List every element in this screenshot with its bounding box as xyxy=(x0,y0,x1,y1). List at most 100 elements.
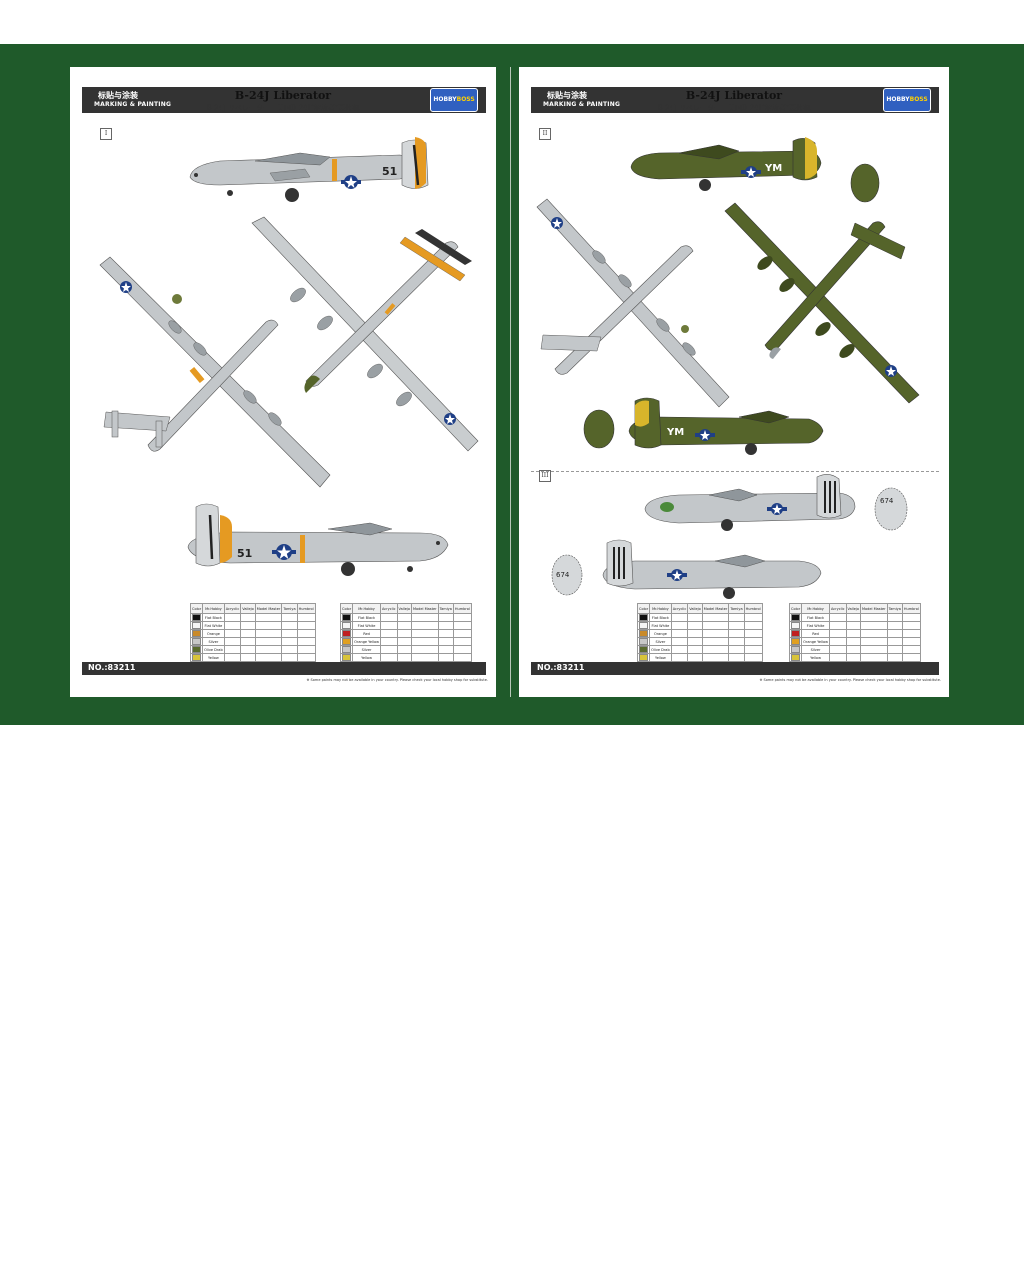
paint-code-cell xyxy=(437,621,454,630)
paint-code-cell xyxy=(281,613,298,622)
paint-code-cell xyxy=(240,653,256,662)
paint-color-cell xyxy=(788,653,803,662)
paint-row: Silver xyxy=(788,645,921,654)
paint-name-cell: Orange Yellow xyxy=(352,637,381,646)
paint-row: Yellow xyxy=(339,653,472,662)
paint-code-cell xyxy=(254,645,283,654)
paint-code-cell xyxy=(687,637,703,646)
paint-name-cell: Silver xyxy=(202,637,225,646)
paint-code-cell xyxy=(845,629,862,638)
product-number: NO.:83211 xyxy=(88,663,136,672)
paint-name-cell: Yellow xyxy=(202,653,225,662)
r-col-header-vallejo: Vallejo xyxy=(687,603,703,614)
paint-code-cell xyxy=(452,645,472,654)
paint-name-cell: Orange xyxy=(202,629,225,638)
paint-row: Silver xyxy=(189,637,316,646)
paint-row: Flat White xyxy=(339,621,472,630)
paint-row: Flat Black xyxy=(636,613,763,622)
paint-code-cell xyxy=(828,621,847,630)
r-col-header-modelmaster: Model Master xyxy=(701,603,730,614)
paint-color-cell xyxy=(339,637,354,646)
paint-swatch xyxy=(342,630,352,637)
paint-name-cell: Silver xyxy=(649,637,672,646)
od-side-view-top: YM xyxy=(630,137,880,203)
paint-swatch xyxy=(639,614,649,621)
paint-swatch xyxy=(192,654,202,661)
paint-row: Orange Yellow xyxy=(339,637,472,646)
header-english-label: MARKING & PAINTING xyxy=(94,101,172,108)
section-marker-2: II xyxy=(539,128,551,140)
paint-row: Yellow xyxy=(636,653,763,662)
silver-side-view-1: 674 xyxy=(644,474,908,531)
paint-code-cell xyxy=(396,645,413,654)
paint-code-cell xyxy=(452,621,472,630)
paint-code-cell xyxy=(296,645,316,654)
paint-code-cell xyxy=(728,621,745,630)
sheet-footer: NO.:83211 Mr: AQUEOUS HOBBY COLOR ■: Mr.… xyxy=(82,662,486,1263)
paint-code-cell xyxy=(254,621,283,630)
col-header-humbrol: Humbrol xyxy=(296,603,316,614)
r-col-header-tamiya-2: Tamiya xyxy=(886,603,903,614)
paint-swatch xyxy=(342,646,352,653)
paint-code-cell xyxy=(223,637,242,646)
r-col-header-humbrol-2: Humbrol xyxy=(901,603,921,614)
paint-color-cell xyxy=(636,621,651,630)
paint-code-cell xyxy=(254,629,283,638)
paint-row: Red xyxy=(788,629,921,638)
paint-code-cell xyxy=(901,653,921,662)
paint-row: Silver xyxy=(636,637,763,646)
paint-color-cell xyxy=(189,629,204,638)
paint-code-cell xyxy=(860,653,888,662)
r-col-header-acrylic-2: Acryclic xyxy=(828,603,847,614)
paint-code-cell xyxy=(860,621,888,630)
paint-row: Flat Black xyxy=(788,613,921,622)
paint-code-cell xyxy=(411,645,439,654)
paint-code-cell xyxy=(886,629,903,638)
paint-color-cell xyxy=(189,621,204,630)
paint-code-cell xyxy=(254,653,283,662)
paint-code-cell xyxy=(743,629,763,638)
paint-code-cell xyxy=(828,613,847,622)
paint-code-cell xyxy=(860,637,888,646)
paint-code-cell xyxy=(670,637,689,646)
paint-code-cell xyxy=(379,629,398,638)
paint-row: Flat White xyxy=(189,621,316,630)
paint-code-cell xyxy=(223,645,242,654)
paint-swatch xyxy=(791,638,801,645)
paint-code-cell xyxy=(687,653,703,662)
paint-code-cell xyxy=(743,637,763,646)
paint-code-cell xyxy=(396,637,413,646)
paint-row: Olive Drab xyxy=(636,645,763,654)
paint-color-cell xyxy=(788,613,803,622)
silver-side-view-2: 674 xyxy=(551,539,822,599)
paint-code-cell xyxy=(379,637,398,646)
paint-name-cell: Yellow xyxy=(649,653,672,662)
paint-color-cell xyxy=(339,621,354,630)
paint-code-cell xyxy=(886,613,903,622)
paint-name-cell: Olive Drab xyxy=(649,645,672,654)
instruction-sheet-left: 标贴与涂装 MARKING & PAINTING B-24J Liberator… xyxy=(70,67,496,1263)
paint-code-cell xyxy=(411,613,439,622)
paint-code-cell xyxy=(845,621,862,630)
paint-code-cell xyxy=(860,613,888,622)
paint-name-cell: Flat White xyxy=(649,621,672,630)
paint-code-cell xyxy=(828,645,847,654)
paint-color-cell xyxy=(636,613,651,622)
paint-code-cell xyxy=(254,637,283,646)
paint-code-cell xyxy=(728,645,745,654)
paint-color-cell xyxy=(339,645,354,654)
paint-swatch xyxy=(192,638,202,645)
paint-code-cell xyxy=(411,621,439,630)
paint-swatch xyxy=(192,614,202,621)
paint-name-cell: Flat White xyxy=(801,621,830,630)
paint-code-cell xyxy=(452,629,472,638)
paint-code-cell xyxy=(240,637,256,646)
paint-code-cell xyxy=(728,637,745,646)
paint-code-cell xyxy=(886,637,903,646)
paint-code-cell xyxy=(437,629,454,638)
paint-row: Flat White xyxy=(636,621,763,630)
paint-name-cell: Flat Black xyxy=(202,613,225,622)
paint-name-cell: Yellow xyxy=(352,653,381,662)
paint-color-cell xyxy=(788,621,803,630)
r-col-header-color-2: Color xyxy=(788,603,803,614)
